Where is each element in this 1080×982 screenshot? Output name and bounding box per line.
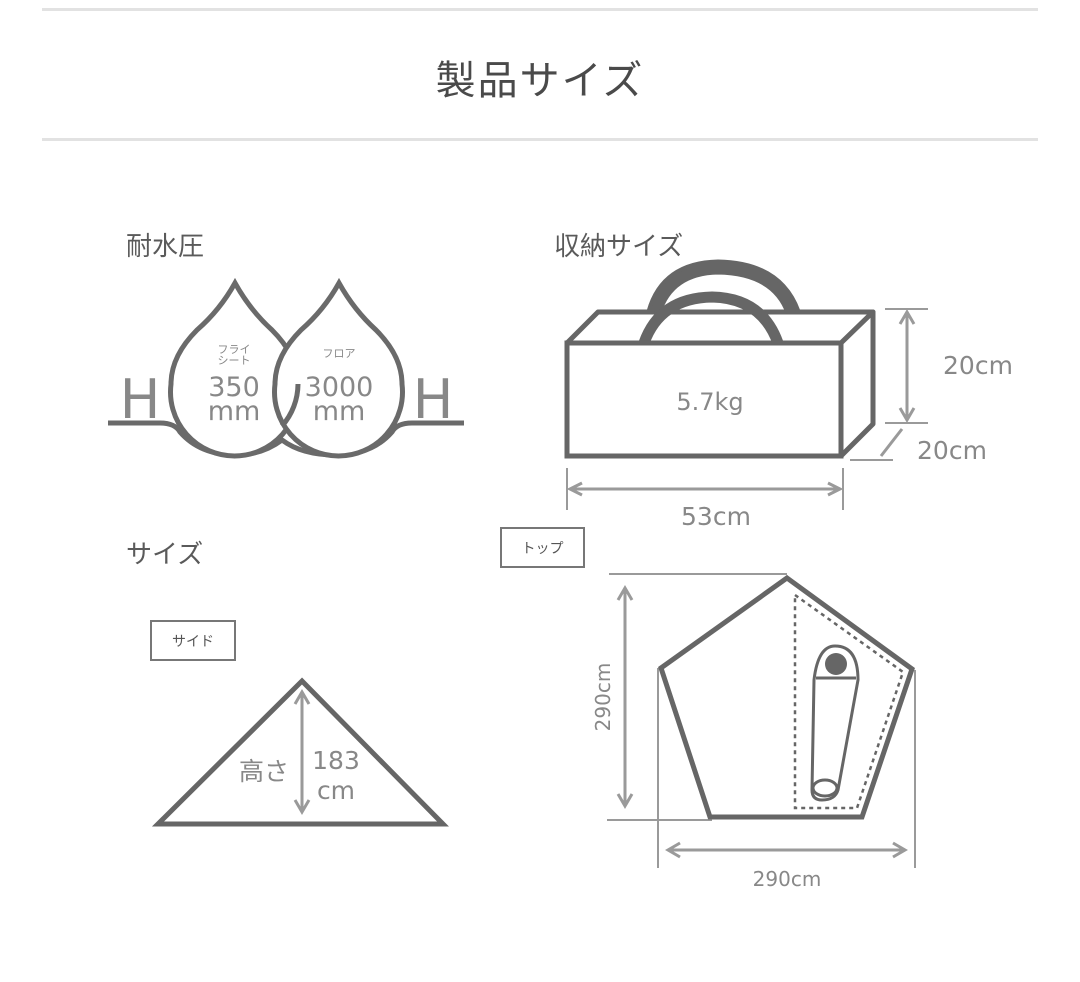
page-title: 製品サイズ [435,58,645,104]
top-width: 290cm [753,867,822,891]
water-drops-illustration: H H フライ シート 350 mm フロア 3000 mm [108,277,464,459]
h-right-icon: H [413,368,454,431]
size-label: サイズ [126,540,204,570]
height-value: 183 [312,746,360,775]
h-left-icon: H [120,368,161,431]
floor-unit: mm [313,396,366,427]
bag-depth: 20cm [917,436,987,465]
bag-height: 20cm [943,351,1013,380]
sleeping-bag-icon [810,644,860,802]
flysheet-value: 350 [208,372,260,403]
floor-value: 3000 [305,372,374,403]
top-view-tag: トップ [500,527,585,568]
flysheet-unit: mm [208,396,261,427]
top-view-illustration: 290cm 290cm [591,573,916,891]
storage-size-label: 収納サイズ [554,232,684,262]
top-divider [42,8,1038,11]
title-divider [42,138,1038,141]
floor-drop-icon [272,277,405,459]
flysheet-name-line1: フライ [218,343,251,356]
water-resistance-label: 耐水圧 [126,232,205,262]
flysheet-drop-icon [168,277,301,459]
bag-weight: 5.7kg [676,388,743,416]
height-label: 高さ [239,757,289,786]
top-depth: 290cm [591,663,615,732]
height-unit: cm [317,776,355,805]
bag-width: 53cm [681,502,751,531]
storage-bag-illustration: 5.7kg 20cm 20cm 53cm [564,259,1013,531]
floor-name: フロア [323,347,356,360]
side-view-illustration: 高さ 183 cm [151,677,449,827]
flysheet-name-line2: シート [218,354,251,367]
side-view-tag: サイド [150,620,236,661]
